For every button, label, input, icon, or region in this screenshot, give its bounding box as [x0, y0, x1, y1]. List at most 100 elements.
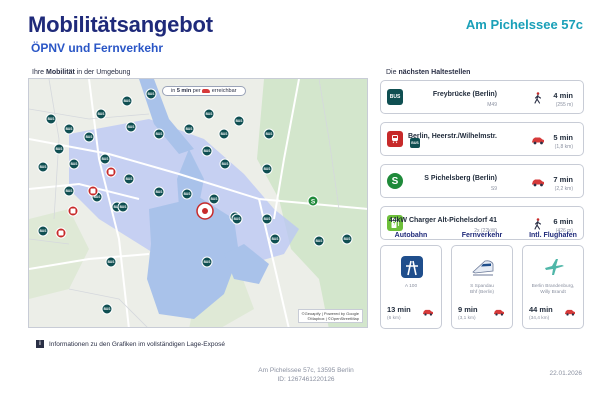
map-marker-bus: BUS [95, 108, 107, 120]
svg-text:BUS: BUS [66, 189, 73, 193]
stop-time: 5 min [553, 133, 573, 142]
map-marker-bus: BUS [263, 128, 275, 140]
map-legend: in 5 min per erreichbar [162, 86, 246, 96]
stop-name: S Pichelsberg (Berlin) [424, 175, 497, 182]
map-marker-bus: BUS [181, 188, 193, 200]
svg-text:S: S [311, 198, 316, 205]
sbahn-icon: S [387, 173, 403, 189]
svg-text:BUS: BUS [40, 165, 47, 169]
stop-card: BUS Berlin, Heerstr./Wilhelmstr. 5 min (… [380, 122, 584, 156]
card-time: 44 min [529, 305, 553, 314]
car-icon [202, 88, 211, 93]
stops-list: BUS Freybrücke (Berlin) M49 4 min (255 m… [380, 80, 584, 248]
map-marker-bus: BUS [201, 145, 213, 157]
map-marker-bus: BUS [45, 113, 57, 125]
map-marker-bus: BUS [53, 143, 65, 155]
svg-text:BUS: BUS [222, 162, 229, 166]
stop-card: 44kW Charger Alt-Pichelsdorf 41 2x (22kW… [380, 206, 584, 240]
svg-text:BUS: BUS [128, 125, 135, 129]
svg-text:BUS: BUS [211, 197, 218, 201]
highway-icon [401, 256, 423, 278]
map-marker-bus: BUS [153, 128, 165, 140]
map-marker-bus: BUS [208, 193, 220, 205]
svg-text:BUS: BUS [104, 307, 111, 311]
map-marker-sbahn: S [307, 195, 319, 207]
map-section-label: Ihre Mobilität in der Umgebung [32, 69, 131, 76]
card-sub: Berlin Brandenburg, Willy Brandt [531, 284, 575, 295]
stop-card: S S Pichelsberg (Berlin) S9 7 min (2,2 k… [380, 164, 584, 198]
map-marker-train [87, 185, 99, 197]
train-icon [472, 260, 494, 276]
car-icon [423, 309, 433, 316]
svg-text:BUS: BUS [204, 149, 211, 153]
car-icon [532, 179, 544, 187]
svg-text:BUS: BUS [156, 190, 163, 194]
svg-text:BUS: BUS [264, 217, 271, 221]
footer-date: 22.01.2026 [549, 370, 582, 377]
car-icon [532, 137, 544, 145]
property-location-marker [196, 202, 214, 220]
map-marker-bus: BUS [83, 131, 95, 143]
svg-text:BUS: BUS [184, 192, 191, 196]
stop-time: 6 min [553, 217, 573, 226]
stop-time: 7 min [553, 175, 573, 184]
card-sub: A 100 [404, 284, 418, 289]
map-marker-bus: BUS [201, 256, 213, 268]
svg-text:BUS: BUS [108, 260, 115, 264]
map-marker-bus: BUS [101, 303, 113, 315]
map-marker-bus: BUS [37, 225, 49, 237]
charging-station-icon [387, 215, 403, 231]
svg-text:BUS: BUS [102, 157, 109, 161]
map-marker-bus: BUS [105, 256, 117, 268]
stop-line: S9 [490, 186, 497, 192]
mobility-map[interactable]: BUS BUS BUS BUS BUS BUS BUS BUS BUS BUS … [28, 78, 368, 328]
map-marker-bus: BUS [99, 153, 111, 165]
svg-text:BUS: BUS [221, 132, 228, 136]
map-marker-bus: BUS [231, 213, 243, 225]
map-marker-bus: BUS [125, 121, 137, 133]
page-subtitle: ÖPNV und Fernverkehr [31, 41, 164, 55]
svg-text:BUS: BUS [86, 135, 93, 139]
map-marker-bus: BUS [261, 213, 273, 225]
map-marker-train [55, 227, 67, 239]
card-distance: (6 km) [387, 316, 401, 321]
card-time: 13 min [387, 305, 411, 314]
card-flughafen: Berlin Brandenburg, Willy Brandt 44 min … [522, 245, 584, 329]
info-icon: i [36, 340, 44, 348]
map-marker-bus: BUS [68, 158, 80, 170]
walk-icon [534, 92, 542, 104]
map-marker-bus: BUS [117, 201, 129, 213]
stop-line: 2x (22kW) [474, 228, 497, 234]
svg-text:BUS: BUS [56, 147, 63, 151]
train-icon [387, 131, 403, 147]
stop-distance: (1,8 km) [554, 144, 573, 150]
map-marker-bus: BUS [63, 123, 75, 135]
card-title-flughafen: Intl. Flughafen [529, 232, 577, 239]
card-autobahn: A 100 13 min (6 km) [380, 245, 442, 329]
map-marker-bus: BUS [313, 235, 325, 247]
card-title-fernverkehr: Fernverkehr [461, 232, 503, 239]
svg-text:BUS: BUS [264, 167, 271, 171]
property-address: Am Pichelssee 57c [465, 17, 583, 32]
map-marker-bus: BUS [121, 95, 133, 107]
map-marker-bus: BUS [123, 173, 135, 185]
svg-text:BUS: BUS [71, 162, 78, 166]
svg-text:BUS: BUS [126, 177, 133, 181]
map-marker-bus: BUS [218, 128, 230, 140]
stop-distance: (2,2 km) [554, 186, 573, 192]
map-marker-bus: BUS [153, 186, 165, 198]
stops-section-label: Die nächsten Haltestellen [386, 69, 471, 76]
car-icon [565, 309, 575, 316]
map-credits: ©Geoapify | Powered by Google ©Mapbox | … [297, 309, 363, 323]
svg-text:BUS: BUS [206, 112, 213, 116]
svg-text:BUS: BUS [316, 239, 323, 243]
footer-address: Am Pichelssee 57c, 13595 Berlin ID: 1267… [258, 367, 354, 383]
svg-text:BUS: BUS [66, 127, 73, 131]
svg-text:BUS: BUS [94, 195, 101, 199]
plane-icon [545, 259, 564, 275]
svg-text:BUS: BUS [124, 99, 131, 103]
svg-text:BUS: BUS [186, 127, 193, 131]
bus-icon: BUS [387, 89, 403, 105]
stop-name: 44kW Charger Alt-Pichelsdorf 41 [388, 217, 497, 224]
map-marker-bus: BUS [261, 163, 273, 175]
